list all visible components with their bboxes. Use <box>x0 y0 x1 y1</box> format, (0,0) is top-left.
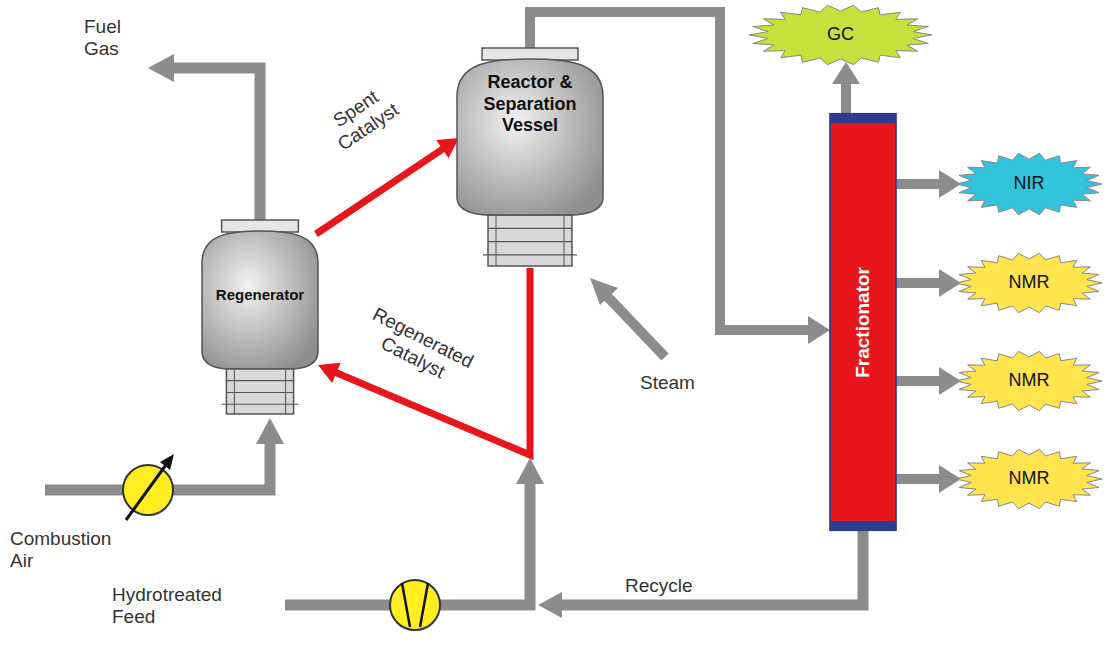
node-label: NMR <box>1009 370 1050 392</box>
flow-connector <box>896 170 961 198</box>
fuel-gas-line <box>172 68 260 222</box>
edge-label: Regenerated Catalyst <box>350 299 486 397</box>
fractionator-column: Fractionator <box>830 118 896 526</box>
arrow-head <box>256 418 284 444</box>
stream-label: Steam <box>640 372 720 394</box>
node-label: NIR <box>1014 173 1045 195</box>
stream-label: Fuel Gas <box>84 16 144 60</box>
vessel: Reactor & Separation Vessel <box>455 48 605 268</box>
flow-connector <box>832 62 860 118</box>
node-label: NMR <box>1009 468 1050 490</box>
steam-line <box>606 295 665 357</box>
control-valve-symbol <box>123 454 174 520</box>
arrow-head <box>538 592 562 618</box>
arrow-head <box>148 54 174 82</box>
node-label: Fractionator <box>852 267 875 378</box>
analyzer-burst: NMR <box>955 350 1103 412</box>
stream-label: Recycle <box>625 575 715 597</box>
pump-symbol <box>390 580 440 630</box>
analyzer-burst: NIR <box>955 152 1103 216</box>
node-label: Reactor & Separation Vessel <box>464 72 596 137</box>
stream-label: Combustion Air <box>10 528 122 572</box>
vessel-outline <box>200 220 320 416</box>
analyzer-burst: NMR <box>955 448 1103 510</box>
recycle-line <box>560 524 863 605</box>
flow-connector <box>896 269 961 297</box>
node-label: Regenerator <box>216 286 304 304</box>
flow-connector <box>896 367 961 395</box>
flow-connector <box>318 268 530 455</box>
vessel: Regenerator <box>200 220 320 416</box>
edge-label: Spent Catalyst <box>308 72 415 164</box>
stream-label: Hydrotreated Feed <box>112 584 242 628</box>
node-label: GC <box>827 24 854 46</box>
arrow-head <box>590 278 618 305</box>
arrow-head <box>516 458 544 484</box>
node-label: NMR <box>1009 272 1050 294</box>
analyzer-burst: NMR <box>955 252 1103 314</box>
analyzer-burst: GC <box>748 4 933 66</box>
flow-connector <box>896 465 961 493</box>
